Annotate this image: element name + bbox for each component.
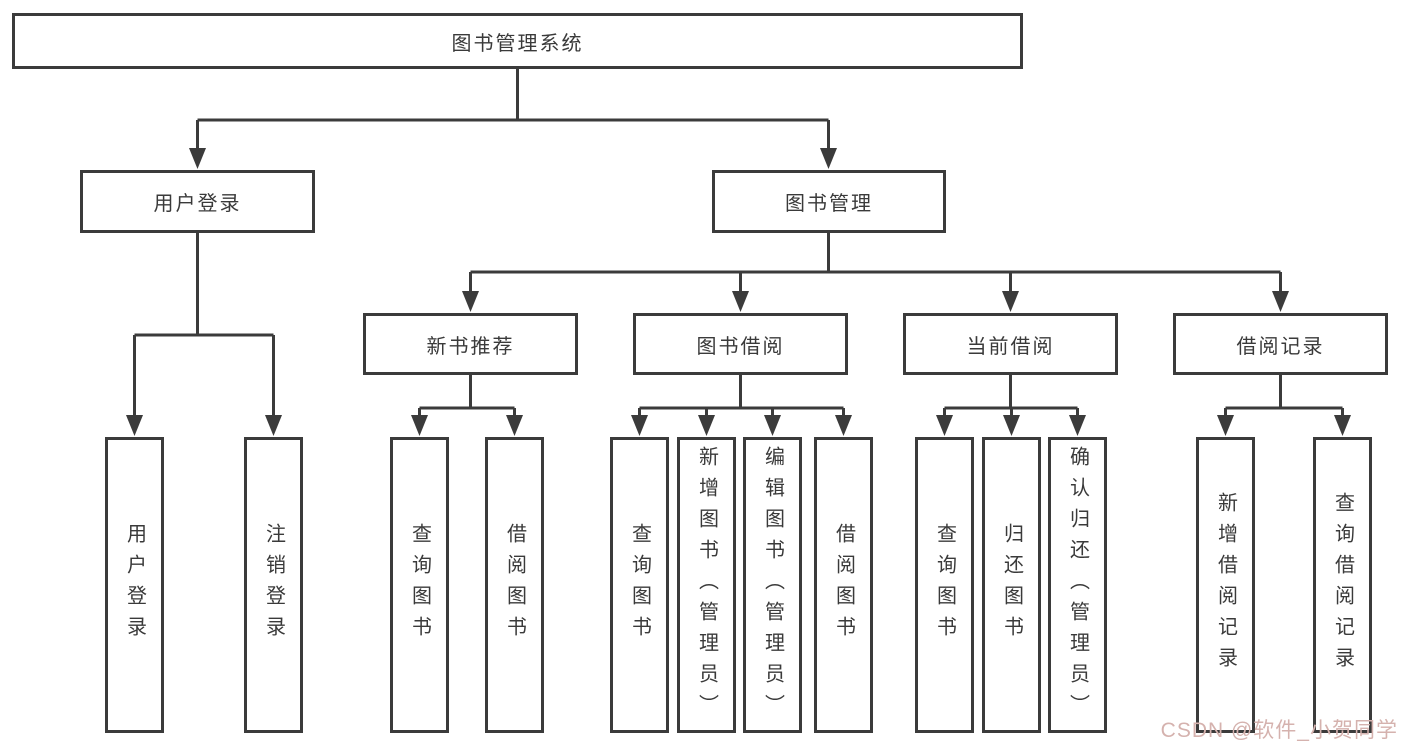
arrowhead	[411, 415, 428, 436]
leaf-logout: 注销登录	[244, 437, 303, 733]
arrowhead	[764, 415, 781, 436]
connector-newrec-to-leaves	[418, 375, 516, 417]
leaf-return-books: 归还图书	[982, 437, 1041, 733]
node-current-borrowing: 当前借阅	[903, 313, 1118, 375]
leaf-borrow-books-borrowing: 借阅图书	[814, 437, 873, 733]
leaf-query-books-newrec-label: 查询图书	[408, 523, 431, 647]
connector-borrowing-to-leaves	[638, 375, 845, 417]
connector-userlogin-to-leaves	[133, 233, 275, 417]
arrowhead	[462, 291, 479, 312]
arrowhead	[189, 148, 206, 169]
leaf-query-borrow-record: 查询借阅记录	[1313, 437, 1372, 733]
connector-records-to-leaves	[1224, 375, 1344, 417]
arrowhead	[732, 291, 749, 312]
node-new-book-recommendation-label: 新书推荐	[426, 335, 515, 358]
connector-bookmgmt-to-level3	[469, 233, 1282, 293]
node-root: 图书管理系统	[12, 13, 1023, 69]
arrowhead	[631, 415, 648, 436]
leaf-add-borrow-record: 新增借阅记录	[1196, 437, 1255, 733]
arrowhead	[126, 415, 143, 436]
arrowhead	[1272, 291, 1289, 312]
node-borrowing-records-label: 借阅记录	[1236, 335, 1325, 358]
arrowhead	[265, 415, 282, 436]
node-book-borrowing-label: 图书借阅	[696, 335, 785, 358]
leaf-user-login: 用户登录	[105, 437, 164, 733]
leaf-borrow-books-newrec: 借阅图书	[485, 437, 544, 733]
connector-current-to-leaves	[943, 375, 1079, 417]
arrowhead	[1069, 415, 1086, 436]
arrowhead	[835, 415, 852, 436]
leaf-return-books-label: 归还图书	[1000, 523, 1023, 647]
arrowhead	[1002, 291, 1019, 312]
leaf-query-books-borrowing: 查询图书	[610, 437, 669, 733]
leaf-query-books-current-label: 查询图书	[933, 523, 956, 647]
leaf-edit-books-admin: 编辑图书（管理员）	[743, 437, 802, 733]
arrowhead	[1334, 415, 1351, 436]
arrowhead	[936, 415, 953, 436]
leaf-edit-books-admin-label: 编辑图书（管理员）	[761, 445, 784, 725]
node-user-login: 用户登录	[80, 170, 315, 233]
arrowhead	[820, 148, 837, 169]
leaf-add-books-admin-label: 新增图书（管理员）	[695, 445, 718, 725]
leaf-query-borrow-record-label: 查询借阅记录	[1331, 492, 1354, 678]
arrowhead	[1217, 415, 1234, 436]
arrowhead	[506, 415, 523, 436]
leaf-add-books-admin: 新增图书（管理员）	[677, 437, 736, 733]
node-borrowing-records: 借阅记录	[1173, 313, 1388, 375]
leaf-borrow-books-newrec-label: 借阅图书	[503, 523, 526, 647]
node-book-management: 图书管理	[712, 170, 946, 233]
node-new-book-recommendation: 新书推荐	[363, 313, 578, 375]
node-book-borrowing: 图书借阅	[633, 313, 848, 375]
node-user-login-label: 用户登录	[153, 193, 242, 215]
node-current-borrowing-label: 当前借阅	[966, 335, 1055, 358]
leaf-logout-label: 注销登录	[262, 523, 285, 647]
leaf-confirm-return-admin: 确认归还（管理员）	[1048, 437, 1107, 733]
leaf-add-borrow-record-label: 新增借阅记录	[1214, 492, 1237, 678]
leaf-query-books-newrec: 查询图书	[390, 437, 449, 733]
arrowhead	[698, 415, 715, 436]
node-book-management-label: 图书管理	[785, 193, 873, 215]
leaf-confirm-return-admin-label: 确认归还（管理员）	[1066, 445, 1089, 725]
connector-root-to-level2	[196, 68, 830, 150]
leaf-user-login-label: 用户登录	[123, 523, 146, 647]
node-root-label: 图书管理系统	[451, 32, 584, 55]
leaf-query-books-borrowing-label: 查询图书	[628, 523, 651, 647]
leaf-query-books-current: 查询图书	[915, 437, 974, 733]
arrowhead	[1003, 415, 1020, 436]
leaf-borrow-books-borrowing-label: 借阅图书	[832, 523, 855, 647]
